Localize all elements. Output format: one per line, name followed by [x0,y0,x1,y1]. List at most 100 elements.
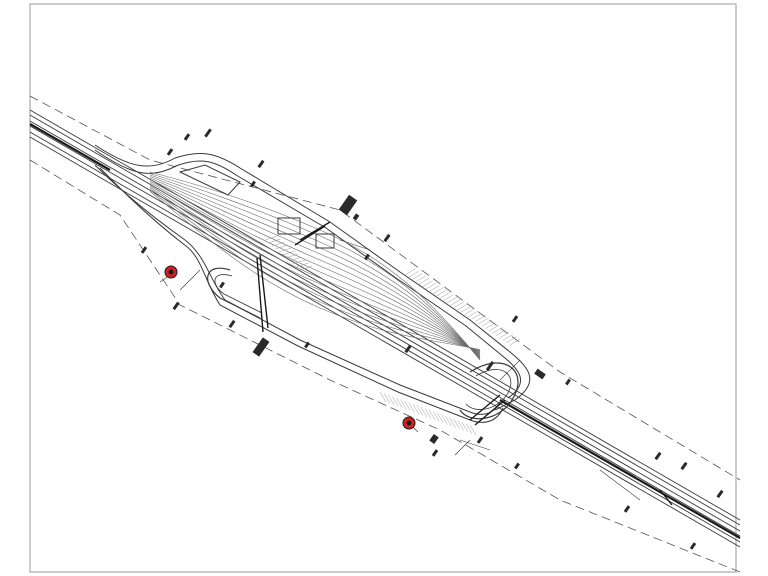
siding-track [149,189,481,351]
hatch-line [418,278,430,285]
yard-outline [94,144,531,423]
siding-track [149,177,481,358]
equipment-symbol [140,246,148,254]
hatch-line [278,247,292,253]
hatch-line [495,329,507,336]
hatch-line [296,262,309,268]
siding-track [149,185,481,354]
station-buildings [178,164,335,249]
hatch-line [478,317,489,325]
siding-track [149,174,481,359]
hatch-line [383,393,391,404]
hatch-line [443,294,454,301]
hatch-line [492,327,503,334]
hatch-line [457,303,468,311]
equipment-symbol [565,378,571,386]
hatch-line [422,280,433,287]
hatch-line [432,411,440,422]
equipment-symbol [680,461,688,471]
hatch-line [292,259,306,265]
loop-road-west [207,267,261,319]
hatch-line [460,306,472,313]
hatch-line [415,275,426,283]
siding-track [149,173,481,360]
hatch-line [441,414,448,425]
mainline-heavy-rail [29,123,741,539]
siding-track [149,186,481,353]
siding-track [149,182,481,355]
hatch-line [502,334,514,341]
equipment-symbol [257,159,265,169]
hatch-line [285,253,299,259]
equipment-symbol [250,180,256,188]
hatch-line [412,403,419,415]
hatch-line [299,265,313,271]
loop-road-west-inner [214,274,263,314]
equipment-symbol [183,133,191,141]
equipment-symbol [689,542,697,550]
hatch-line [400,399,407,410]
hatch-line [474,315,486,322]
hatch-line [379,391,387,403]
equipment-symbol [338,194,358,216]
hatch-line [485,322,496,329]
crossover-structure [256,221,673,506]
hatch-line [387,394,395,406]
hatch-line [408,402,415,413]
equipment-symbol [204,128,212,138]
hatch-line [446,296,458,304]
hatch-line [408,271,419,278]
signal-marker-south [402,416,416,430]
equipment-symbol [364,253,370,261]
equipment-symbol [485,361,495,371]
equipment-symbol [383,233,391,243]
equipment-symbol [172,301,180,311]
hatch-line [453,301,465,308]
hatch-line [432,287,444,294]
hatch-line [420,406,428,418]
equipment-symbol [654,451,662,461]
hatch-line [467,310,479,318]
hatch-line [289,256,302,262]
siding-track [149,180,481,356]
hatch-line [282,250,295,256]
hatch-line [509,338,521,346]
hatch-line [425,282,437,290]
hatch-line [268,238,281,244]
siding-track [149,171,481,361]
hatch-line [453,418,460,430]
hatch-line [499,331,510,339]
siding-track [149,179,481,357]
hatch-line [439,292,451,299]
hatch-line [436,289,447,297]
hatch-line [424,408,432,419]
equipment-symbol [228,319,236,329]
hatch-line [396,397,403,409]
hatch-line [404,400,411,412]
equipment-symbol [166,148,174,156]
hatch-line [488,324,500,332]
hatch-line [461,421,469,433]
equipment-symbol [429,434,439,444]
equipment-symbol [304,341,310,349]
hatch-line [429,285,440,292]
siding-track [149,188,481,352]
loop-road-east [459,362,519,420]
hatch-line [457,420,464,431]
hatch-line [404,268,416,276]
equipment-symbol [623,505,631,513]
equipment-symbol [219,281,225,289]
equipment-symbol [252,337,270,357]
hatch-line [445,415,452,427]
siding-track [149,191,481,350]
hatch-line [469,424,477,436]
signal-marker-west [164,265,178,279]
mainline-track [29,109,741,548]
hatch-line [450,299,461,306]
hatch-line [471,313,482,320]
hatch-line [416,405,424,416]
hatch-line [464,308,475,315]
hatch-line [271,241,285,247]
equipment-symbol [716,489,724,499]
